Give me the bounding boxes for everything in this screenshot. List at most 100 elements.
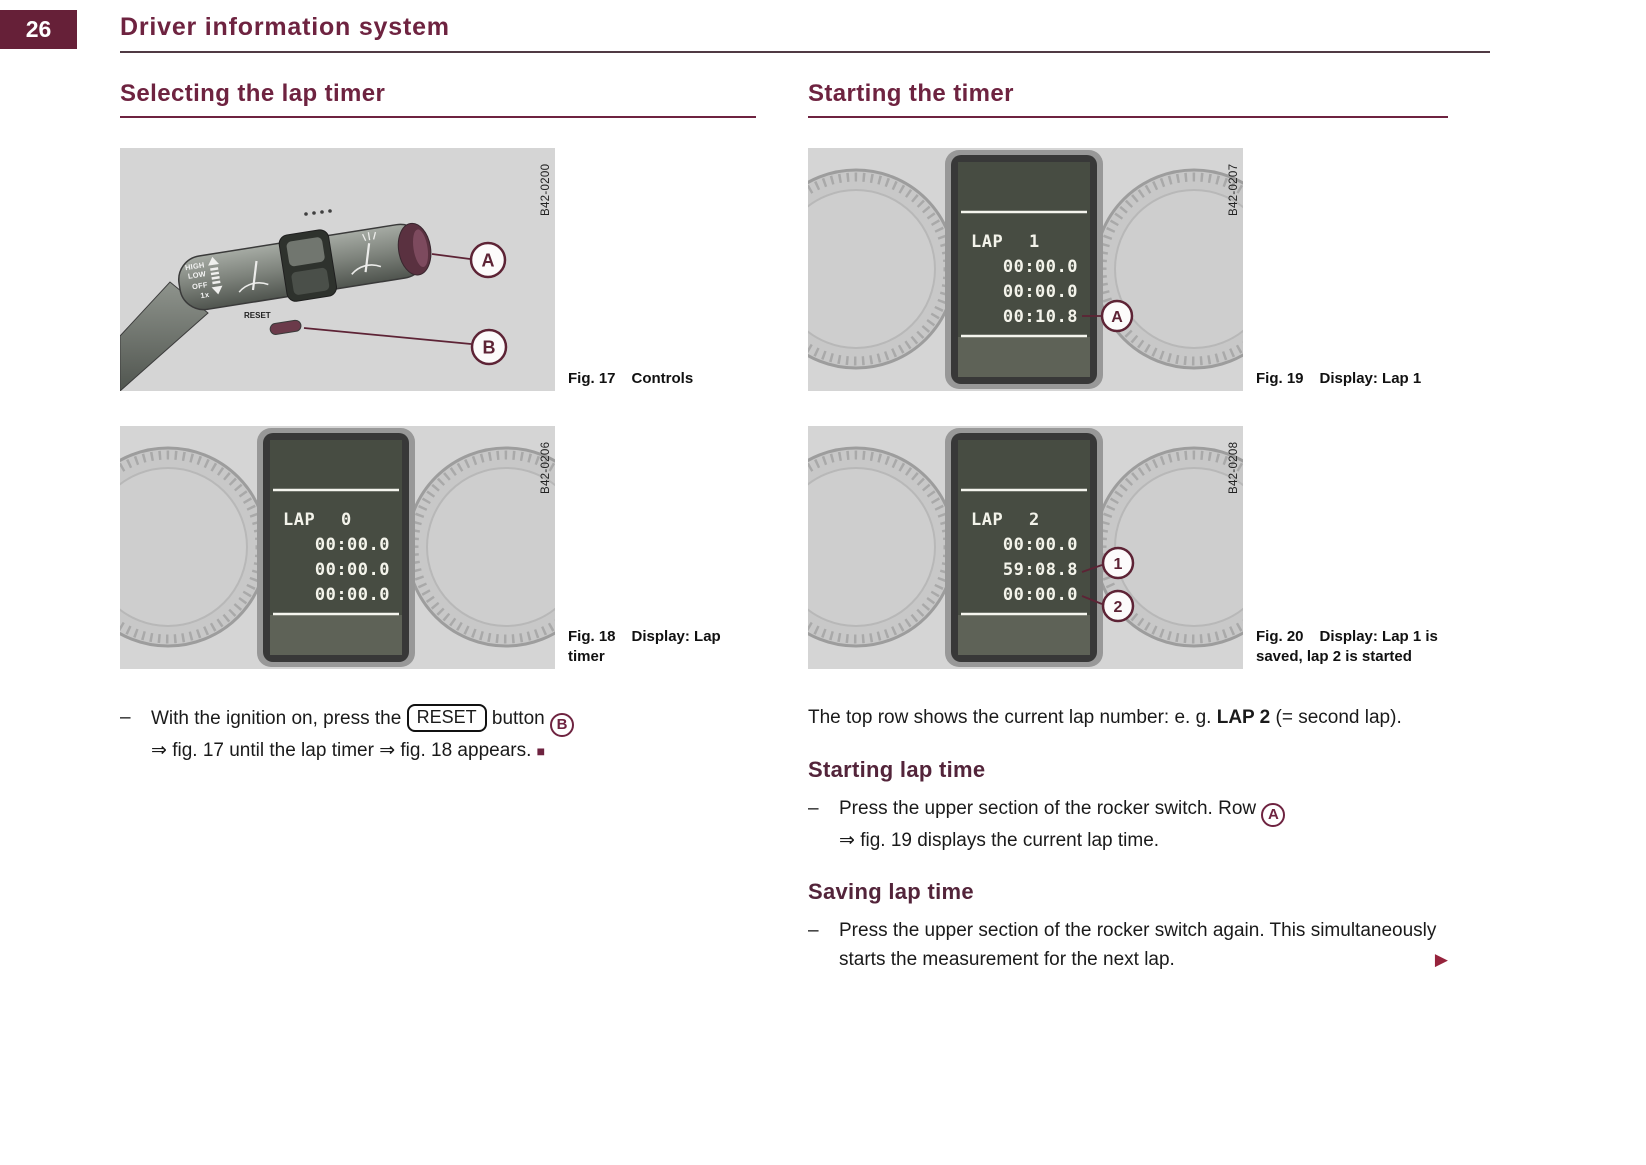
text-segment: button: [491, 708, 545, 729]
lcd-time-row-2: 59:08.8: [1003, 560, 1078, 580]
instruction-bullet-starting-lap: – Press the upper section of the rocker …: [808, 795, 1448, 856]
lcd-time-row-3: 00:00.0: [315, 585, 390, 605]
gauge-ring-left: [808, 168, 957, 370]
text-segment: ⇒ fig. 17 until the lap timer ⇒ fig. 18 …: [151, 740, 532, 762]
stalk-head: HIGH LOW OFF 1x: [178, 222, 432, 311]
stalk-label-off: OFF: [191, 280, 208, 291]
caption-body: Display: Lap 1 is saved, lap 2 is starte…: [1256, 627, 1438, 665]
text-segment: With the ignition on, press the: [151, 708, 402, 729]
subheading-starting-lap-time: Starting lap time: [808, 756, 986, 782]
figure-19: LAP 1 00:00.0 00:00.0 00:10.8 A B42-0207…: [808, 148, 1448, 391]
figure-code: B42-0207: [1228, 164, 1240, 216]
caption-label: Fig. 17: [568, 369, 616, 387]
text-segment: Press the upper section of the rocker sw…: [839, 797, 1257, 819]
reset-key-label: RESET: [406, 704, 487, 732]
callout-b-line: [303, 327, 472, 345]
lcd-lap-label: LAP: [971, 232, 1003, 252]
text-segment: (= second lap).: [1275, 707, 1402, 728]
rocker-switch: [278, 229, 337, 302]
callout-2-label: 2: [1114, 599, 1123, 616]
figure-caption-text: Fig. 17 Controls: [568, 369, 693, 391]
figure-17: HIGH LOW OFF 1x: [120, 148, 756, 391]
callout-1-circle: [1101, 546, 1135, 580]
fig19-display-illustration: LAP 1 00:00.0 00:00.0 00:10.8 A B42-0207: [808, 148, 1243, 391]
lcd-time-row-3: 00:00.0: [1003, 585, 1078, 605]
lcd-lap-number: 2: [1029, 510, 1040, 530]
stalk-label-low: LOW: [187, 269, 207, 281]
callout-a-label: A: [482, 251, 495, 271]
instruction-bullet-select-timer: – With the ignition on, press the RESET …: [120, 704, 756, 766]
left-column: Selecting the lap timer: [120, 80, 756, 774]
callout-b-label: B: [483, 338, 496, 358]
reset-label: RESET: [244, 311, 271, 320]
gauge-ring-left: [808, 446, 957, 648]
wash-dots: [304, 209, 332, 216]
caption-body: Display: Lap 1: [1319, 369, 1422, 387]
text-segment: Press the upper section of the rocker sw…: [839, 920, 1437, 970]
callout-b-circle: [470, 328, 508, 366]
instruction-bullet-saving-lap: – Press the upper section of the rocker …: [808, 917, 1448, 974]
figure-20: LAP 2 00:00.0 59:08.8 00:00.0 1 2 B42-02…: [808, 426, 1448, 669]
caption-label: Fig. 18: [568, 627, 616, 645]
callout-1-line: [1081, 564, 1103, 573]
callout-a-label: A: [1111, 309, 1123, 326]
callout-a-circle: [1100, 299, 1134, 333]
text-segment: The top row shows the current lap number…: [808, 707, 1212, 728]
caption-label: Fig. 19: [1256, 369, 1304, 387]
lcd-lap-number: 0: [341, 510, 352, 530]
lcd-display: LAP 2 00:00.0 59:08.8 00:00.0: [945, 428, 1103, 667]
callout-b-reference: B: [550, 713, 574, 738]
figure-code: B42-0200: [540, 164, 552, 216]
text-segment: ⇒ fig. 19 displays the current lap time.: [839, 829, 1160, 851]
page-header: Driver information system: [120, 13, 1490, 53]
callout-a-reference: A: [1261, 802, 1286, 827]
figure-code: B42-0208: [1228, 442, 1240, 494]
fig20-display-illustration: LAP 2 00:00.0 59:08.8 00:00.0 1 2 B42-02…: [808, 426, 1243, 669]
callout-1-label: 1: [1114, 556, 1123, 573]
lcd-display: LAP 1 00:00.0 00:00.0 00:10.8: [945, 150, 1103, 389]
caption-label: Fig. 20: [1256, 627, 1304, 645]
wiper-icon: [238, 260, 269, 293]
lcd-time-row-2: 00:00.0: [1003, 282, 1078, 302]
lcd-time-row-3: 00:10.8: [1003, 307, 1078, 327]
callout-a-line: [431, 253, 471, 260]
callout-a-circle: [469, 241, 507, 279]
caption-body: Display: Lap timer: [568, 627, 721, 665]
stalk-label-1x: 1x: [200, 290, 211, 300]
bullet-dash: –: [808, 920, 819, 942]
figure-19-caption: Fig. 19 Display: Lap 1: [1256, 148, 1448, 391]
stalk-label-high: HIGH: [184, 260, 205, 272]
caption-body: Controls: [631, 369, 694, 387]
callout-2-circle: [1101, 589, 1135, 623]
bullet-text: With the ignition on, press the RESET bu…: [151, 704, 756, 766]
callout-2-line: [1081, 595, 1103, 605]
right-column: Starting the timer: [808, 80, 1448, 982]
continue-arrow: ▶: [1434, 949, 1448, 969]
lcd-display: LAP 0 00:00.0 00:00.0 00:00.0: [257, 428, 415, 667]
lcd-time-row-2: 00:00.0: [315, 560, 390, 580]
section-end-mark: ■: [536, 743, 546, 760]
subheading-saving-lap-time: Saving lap time: [808, 879, 974, 905]
page-header-title: Driver information system: [120, 13, 450, 41]
lcd-time-row-1: 00:00.0: [315, 535, 390, 555]
lcd-time-row-1: 00:00.0: [1003, 535, 1078, 555]
figure-code: B42-0206: [540, 442, 552, 494]
figure-18: LAP 0 00:00.0 00:00.0 00:00.0 B42-0206 F…: [120, 426, 756, 669]
section-title-selecting-lap-timer: Selecting the lap timer: [120, 80, 756, 118]
wiper-wash-icon: [351, 231, 382, 275]
reset-button: [269, 319, 302, 335]
text-segment: ⇒ fig. 17 until the lap timer ⇒ fig. 18 …: [151, 737, 756, 766]
fig17-controls-illustration: HIGH LOW OFF 1x: [120, 148, 555, 391]
gauge-ring-left: [120, 446, 269, 648]
bullet-dash: –: [120, 707, 131, 728]
section-title-starting-timer: Starting the timer: [808, 80, 1448, 118]
lap2-bold: LAP 2: [1216, 707, 1271, 728]
bullet-text: Press the upper section of the rocker sw…: [839, 917, 1448, 974]
page-number-badge: 26: [0, 10, 77, 49]
lcd-time-row-1: 00:00.0: [1003, 257, 1078, 277]
